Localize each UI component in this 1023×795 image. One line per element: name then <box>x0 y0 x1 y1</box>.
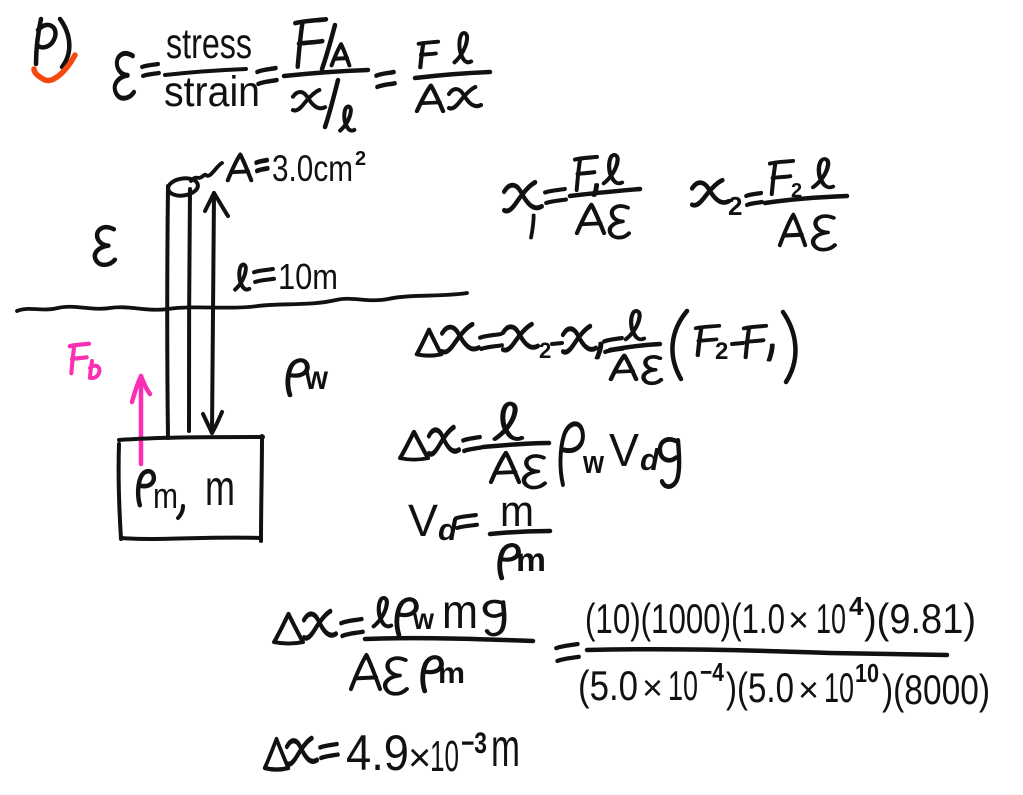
svg-text:×: × <box>408 736 431 780</box>
svg-text:w: w <box>304 359 328 396</box>
svg-text:−4: −4 <box>700 657 724 687</box>
svg-text:−3: −3 <box>461 727 487 760</box>
svg-text:2: 2 <box>715 338 728 365</box>
svg-text:10: 10 <box>430 732 459 781</box>
svg-text:2: 2 <box>728 191 742 221</box>
svg-text:V: V <box>609 424 639 476</box>
svg-text:3.0cm: 3.0cm <box>272 148 353 189</box>
svg-text:10: 10 <box>855 658 879 688</box>
svg-text:m: m <box>500 487 534 536</box>
svg-text:m: m <box>491 718 520 778</box>
svg-text:m: m <box>442 586 478 639</box>
svg-text:w: w <box>412 603 434 636</box>
svg-text:)(5.0: )(5.0 <box>726 664 794 711</box>
svg-text:)(8000): )(8000) <box>882 666 990 713</box>
svg-text:10m: 10m <box>278 256 338 297</box>
svg-text:m: m <box>153 475 178 516</box>
svg-text:)(9.81): )(9.81) <box>864 595 976 642</box>
svg-text:10: 10 <box>816 595 846 642</box>
svg-text:2: 2 <box>355 148 366 170</box>
svg-text:d: d <box>640 442 660 477</box>
svg-text:10: 10 <box>824 664 854 711</box>
svg-text:d: d <box>438 512 458 547</box>
svg-text:4.9: 4.9 <box>346 725 409 781</box>
svg-text:×: × <box>798 669 819 710</box>
svg-text:10: 10 <box>668 662 698 709</box>
svg-text:(5.0: (5.0 <box>578 662 638 709</box>
svg-text:2: 2 <box>791 180 802 202</box>
svg-text:m: m <box>205 460 235 516</box>
svg-text:stress: stress <box>166 20 252 68</box>
svg-text:(10)(1000)(1.0: (10)(1000)(1.0 <box>585 595 785 642</box>
svg-text:4: 4 <box>849 591 864 621</box>
svg-text:m: m <box>516 541 546 578</box>
svg-text:w: w <box>582 444 604 480</box>
svg-text:×: × <box>642 667 663 708</box>
svg-text:×: × <box>788 599 809 640</box>
svg-text:strain: strain <box>164 68 260 116</box>
svg-text:2: 2 <box>539 338 551 363</box>
svg-text:m: m <box>438 657 465 690</box>
svg-text:V: V <box>408 495 438 546</box>
